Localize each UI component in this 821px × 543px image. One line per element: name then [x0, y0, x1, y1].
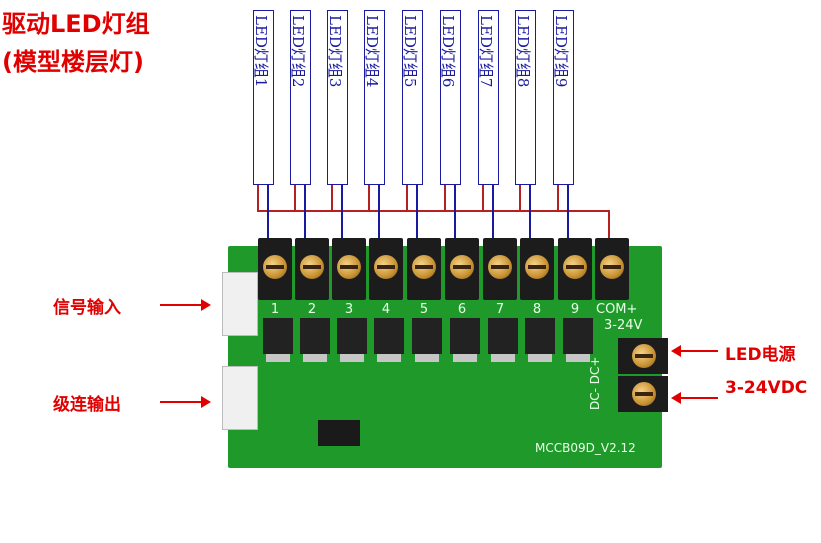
wire-red-6 [444, 185, 446, 211]
wire-blue-2 [304, 185, 306, 245]
led-group-5: LED灯组5 [401, 10, 423, 185]
cascade-output-label: 级连输出 [53, 395, 121, 415]
led-group-9: LED灯组9 [552, 10, 574, 185]
channel-number: 9 [570, 302, 580, 317]
com-label: COM+ [596, 302, 638, 317]
wire-blue-9 [567, 185, 569, 245]
channel-number: 8 [532, 302, 542, 317]
wire-red-4 [368, 185, 370, 211]
terminal-7 [483, 238, 517, 300]
ic-chip [318, 420, 360, 446]
channel-number: 5 [419, 302, 429, 317]
terminal-6 [445, 238, 479, 300]
screw-icon [450, 255, 474, 279]
screw-icon [525, 255, 549, 279]
led-group-2: LED灯组2 [289, 10, 311, 185]
terminal-com [595, 238, 629, 300]
channel-number: 6 [457, 302, 467, 317]
wire-blue-1 [267, 185, 269, 245]
dc-silk: DC- DC+ [588, 356, 602, 410]
channel-number: 7 [495, 302, 505, 317]
voltage-silk: 3-24V [604, 318, 643, 333]
arrow-left-icon [671, 345, 718, 357]
arrow-left-icon [671, 392, 718, 404]
mosfet [374, 318, 404, 362]
terminal-1 [258, 238, 292, 300]
model-silk: MCCB09D_V2.12 [535, 441, 636, 455]
led-group-7: LED灯组7 [477, 10, 499, 185]
wire-red-5 [406, 185, 408, 211]
wire-blue-7 [492, 185, 494, 245]
wire-blue-5 [416, 185, 418, 245]
arrow-right-icon [160, 396, 211, 408]
mosfet [450, 318, 480, 362]
wire-red-1 [257, 185, 259, 211]
led-power-label: LED电源 [725, 345, 796, 365]
screw-icon [263, 255, 287, 279]
mosfet [525, 318, 555, 362]
terminal-3 [332, 238, 366, 300]
mosfet [337, 318, 367, 362]
led-group-1: LED灯组1 [252, 10, 274, 185]
screw-icon [488, 255, 512, 279]
screw-icon [632, 344, 656, 368]
wire-blue-4 [378, 185, 380, 245]
wire-blue-6 [454, 185, 456, 245]
led-group-3: LED灯组3 [326, 10, 348, 185]
power-terminal-dc-minus [618, 376, 668, 412]
title-line2: (模型楼层灯) [2, 48, 144, 76]
signal-input-label: 信号输入 [53, 298, 121, 318]
channel-number: 3 [344, 302, 354, 317]
wire-red-3 [331, 185, 333, 211]
terminal-8 [520, 238, 554, 300]
voltage-label: 3-24VDC [725, 378, 808, 398]
terminal-5 [407, 238, 441, 300]
mosfet [412, 318, 442, 362]
channel-number: 2 [307, 302, 317, 317]
cascade-output-connector [222, 366, 258, 430]
terminal-2 [295, 238, 329, 300]
screw-icon [563, 255, 587, 279]
terminal-9 [558, 238, 592, 300]
wire-red-2 [294, 185, 296, 211]
mosfet [263, 318, 293, 362]
screw-icon [300, 255, 324, 279]
mosfet [563, 318, 593, 362]
arrow-right-icon [160, 299, 211, 311]
screw-icon [337, 255, 361, 279]
screw-icon [632, 382, 656, 406]
common-wire-drop [608, 210, 610, 246]
wire-red-9 [557, 185, 559, 211]
mosfet [300, 318, 330, 362]
channel-number: 4 [381, 302, 391, 317]
screw-icon [374, 255, 398, 279]
wire-blue-3 [341, 185, 343, 245]
led-group-4: LED灯组4 [363, 10, 385, 185]
terminal-4 [369, 238, 403, 300]
signal-input-connector [222, 272, 258, 336]
wire-red-7 [482, 185, 484, 211]
wire-red-8 [519, 185, 521, 211]
screw-icon [412, 255, 436, 279]
screw-icon [600, 255, 624, 279]
power-terminal-dc-plus [618, 338, 668, 374]
channel-number: 1 [270, 302, 280, 317]
wire-blue-8 [529, 185, 531, 245]
common-wire [257, 210, 609, 212]
title-line1: 驱动LED灯组 [2, 10, 150, 38]
led-group-6: LED灯组6 [439, 10, 461, 185]
mosfet [488, 318, 518, 362]
led-group-8: LED灯组8 [514, 10, 536, 185]
